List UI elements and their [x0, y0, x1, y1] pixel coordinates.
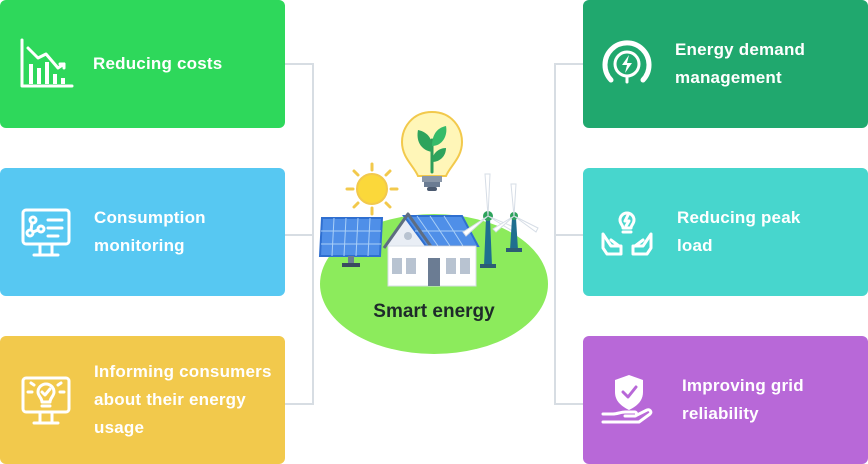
- card-reducing-peak-load: Reducing peak load: [583, 168, 868, 296]
- card-label: Energy demand management: [675, 40, 806, 87]
- house-icon: [382, 212, 480, 287]
- solar-panel-icon: [318, 217, 384, 267]
- card-consumption-monitoring: Consumption monitoring: [0, 168, 285, 296]
- card-reducing-costs: Reducing costs: [0, 0, 285, 128]
- monitor-lightbulb-icon: [16, 370, 76, 430]
- lightbulb-plant-icon: [400, 110, 464, 191]
- center-title: Smart energy: [373, 301, 495, 322]
- bar-chart-decline-icon: [16, 34, 76, 94]
- card-label: Reducing costs: [93, 54, 223, 73]
- card-improving-grid-reliability: Improving grid reliability: [583, 336, 868, 464]
- hand-shield-icon: [599, 370, 659, 430]
- card-label: Consumption monitoring: [94, 208, 206, 255]
- card-label: Informing consumers about their energy u…: [94, 362, 272, 437]
- card-label: Improving grid reliability: [682, 376, 804, 423]
- wind-turbine-icon: [492, 183, 539, 252]
- sun-icon: [345, 162, 399, 216]
- energy-gauge-icon: [597, 34, 657, 94]
- hands-lightbulb-icon: [597, 202, 657, 262]
- card-informing-consumers: Informing consumers about their energy u…: [0, 336, 285, 464]
- card-label: Reducing peak load: [677, 208, 801, 255]
- monitor-analytics-icon: [16, 202, 76, 262]
- card-energy-demand-management: Energy demand management: [583, 0, 868, 128]
